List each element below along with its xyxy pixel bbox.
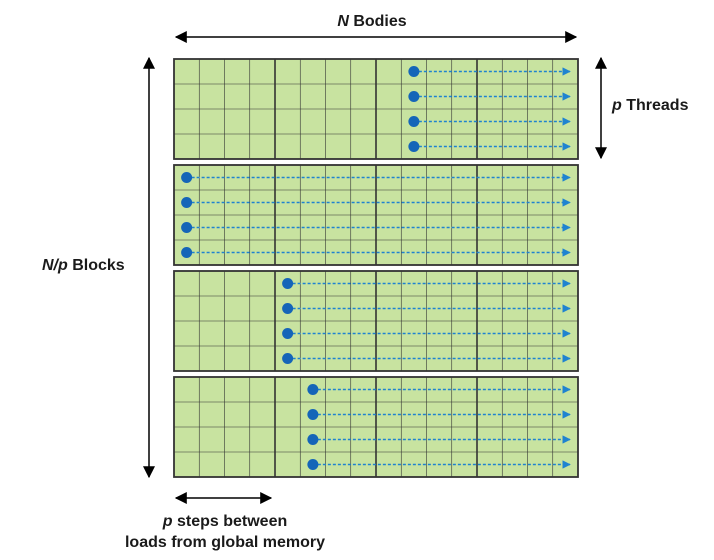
np-blocks-text: Blocks [67, 257, 125, 274]
thread-dot [282, 303, 294, 314]
thread-dot [408, 66, 420, 77]
thread-blocks [173, 58, 579, 478]
thread-dot [282, 278, 294, 289]
p-threads-text: Threads [621, 97, 689, 114]
p-threads-label: p Threads [612, 97, 688, 115]
thread-dot [307, 434, 319, 445]
steps-line2: loads from global memory [124, 534, 326, 551]
thread-dot [181, 197, 193, 208]
n-bodies-var: N [337, 13, 349, 30]
thread-dot [181, 247, 193, 258]
n-bodies-label: N Bodies [0, 13, 714, 31]
steps-var: p [162, 513, 173, 530]
np-blocks-label: N/p Blocks [42, 257, 125, 275]
thread-dot [282, 353, 294, 364]
thread-dot [307, 384, 319, 395]
thread-dot [408, 91, 420, 102]
thread-dot [408, 141, 420, 152]
thread-dot [408, 116, 420, 127]
steps-label: p steps between loads from global memory [100, 511, 350, 553]
thread-dot [307, 409, 319, 420]
steps-line1: steps between [172, 513, 288, 530]
thread-dot [282, 328, 294, 339]
thread-dot [307, 459, 319, 470]
thread-dot [181, 222, 193, 233]
thread-dot [181, 172, 193, 183]
np-blocks-var: N/p [42, 257, 68, 274]
n-bodies-text: Bodies [348, 13, 407, 30]
p-threads-var: p [612, 97, 622, 114]
